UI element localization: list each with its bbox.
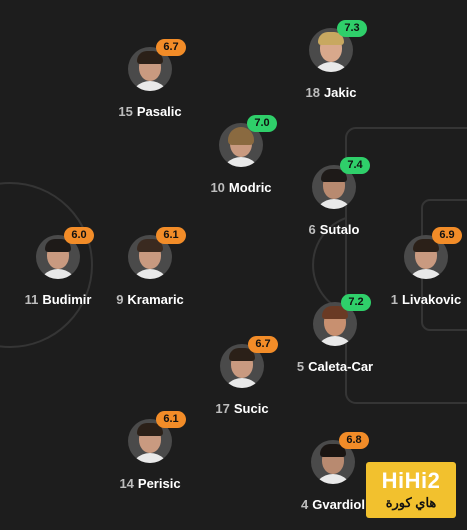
rating-badge: 7.3 — [337, 20, 367, 37]
player-number: 17 — [215, 401, 230, 416]
rating-badge: 6.0 — [64, 227, 94, 244]
player-avatar — [311, 440, 355, 484]
rating-badge: 7.0 — [247, 115, 277, 132]
player-label: Livakovic — [401, 292, 462, 307]
player-avatar — [309, 28, 353, 72]
rating-badge: 7.4 — [340, 157, 370, 174]
rating-badge: 6.7 — [156, 39, 186, 56]
watermark-arabic-text: هاي كورة — [385, 495, 437, 510]
rating-badge: 6.1 — [156, 411, 186, 428]
player-number: 11 — [24, 292, 39, 307]
player-label: Jakic — [323, 85, 357, 100]
rating-badge: 6.7 — [248, 336, 278, 353]
player-avatar — [128, 419, 172, 463]
player-label: Sutalo — [319, 222, 360, 237]
player-label: Perisic — [137, 476, 181, 491]
rating-badge: 6.9 — [432, 227, 462, 244]
player-number: 9 — [116, 292, 124, 307]
player-number: 18 — [305, 85, 320, 100]
player-avatar — [312, 165, 356, 209]
player-label: Pasalic — [136, 104, 182, 119]
player-label: Modric — [228, 180, 272, 195]
player-number: 10 — [210, 180, 225, 195]
rating-badge: 7.2 — [341, 294, 371, 311]
player-number: 4 — [301, 497, 309, 512]
player-number: 6 — [308, 222, 316, 237]
player-number: 1 — [390, 292, 398, 307]
player-label: Sucic — [233, 401, 269, 416]
player-number: 14 — [119, 476, 134, 491]
rating-badge: 6.1 — [156, 227, 186, 244]
player-label: Caleta-Car — [308, 359, 374, 374]
player-number: 15 — [118, 104, 133, 119]
player-label: Gvardiol — [312, 497, 365, 512]
player-label: Kramaric — [127, 292, 184, 307]
rating-badge: 6.8 — [339, 432, 369, 449]
player-number: 5 — [296, 359, 305, 374]
watermark-logo: HiHi2 هاي كورة — [366, 462, 456, 518]
watermark-text: HiHi2 — [381, 468, 441, 493]
player-label: Budimir — [42, 292, 92, 307]
